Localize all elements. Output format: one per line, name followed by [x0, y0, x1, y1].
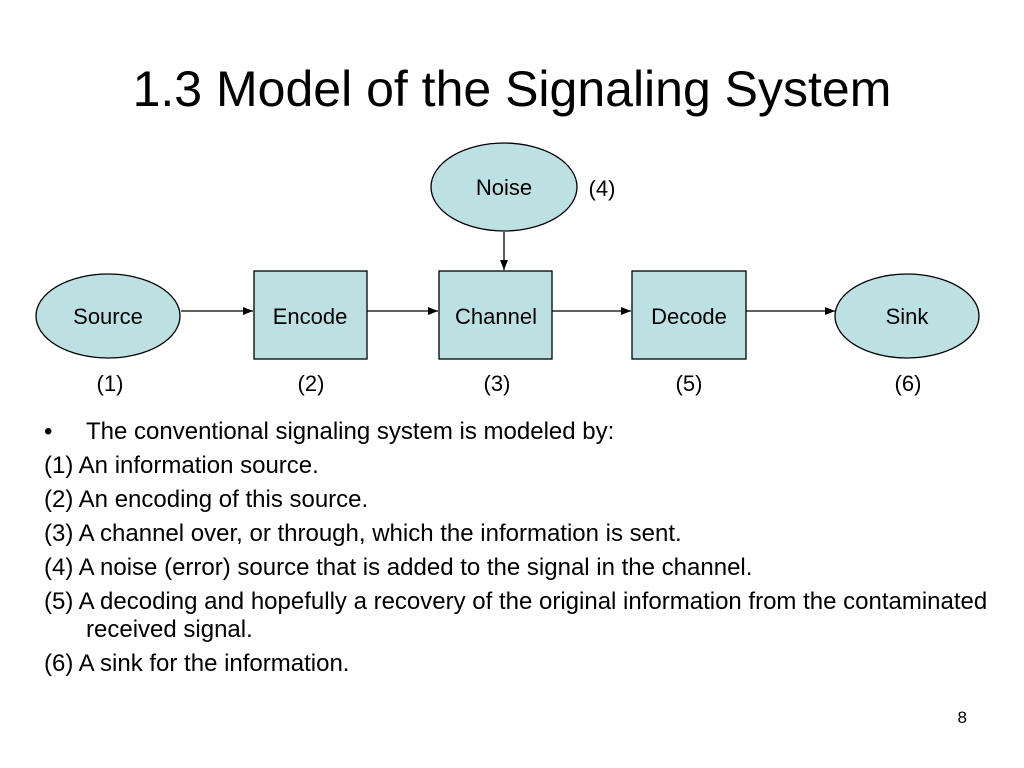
encode-node [253, 270, 368, 360]
sink-number: (6) [895, 371, 922, 396]
sink-label: Sink [886, 304, 930, 329]
decode-label: Decode [651, 304, 727, 329]
page-number: 8 [957, 708, 967, 727]
list-item: (3) A channel over, or through, which th… [44, 520, 682, 547]
noise-label: Noise [476, 175, 532, 200]
list-item: (6) A sink for the information. [44, 650, 350, 677]
intro-bullet: • The conventional signaling system is m… [44, 418, 1004, 446]
slide-title: 1.3 Model of the Signaling System [132, 61, 892, 117]
decode-number: (5) [676, 371, 703, 396]
source-number: (1) [97, 371, 124, 396]
channel-node [438, 270, 553, 360]
noise-node [430, 142, 578, 232]
list-item: (2) An encoding of this source. [44, 486, 369, 513]
noise-number: (4) [589, 176, 616, 201]
sink-node [834, 273, 980, 359]
source-label: Source [73, 304, 143, 329]
encode-label: Encode [273, 304, 348, 329]
source-node [35, 273, 181, 359]
bullet-icon: • [44, 418, 53, 445]
channel-label: Channel [455, 304, 537, 329]
encode-number: (2) [298, 371, 325, 396]
list-item: (4) A noise (error) source that is added… [44, 554, 753, 581]
decode-node [631, 270, 747, 360]
list-item: (5) A decoding and hopefully a recovery … [44, 588, 988, 643]
intro-text: The conventional signaling system is mod… [86, 418, 615, 445]
list-item: (1) An information source. [44, 452, 319, 479]
description-list: • The conventional signaling system is m… [44, 418, 1004, 684]
channel-number: (3) [484, 371, 511, 396]
